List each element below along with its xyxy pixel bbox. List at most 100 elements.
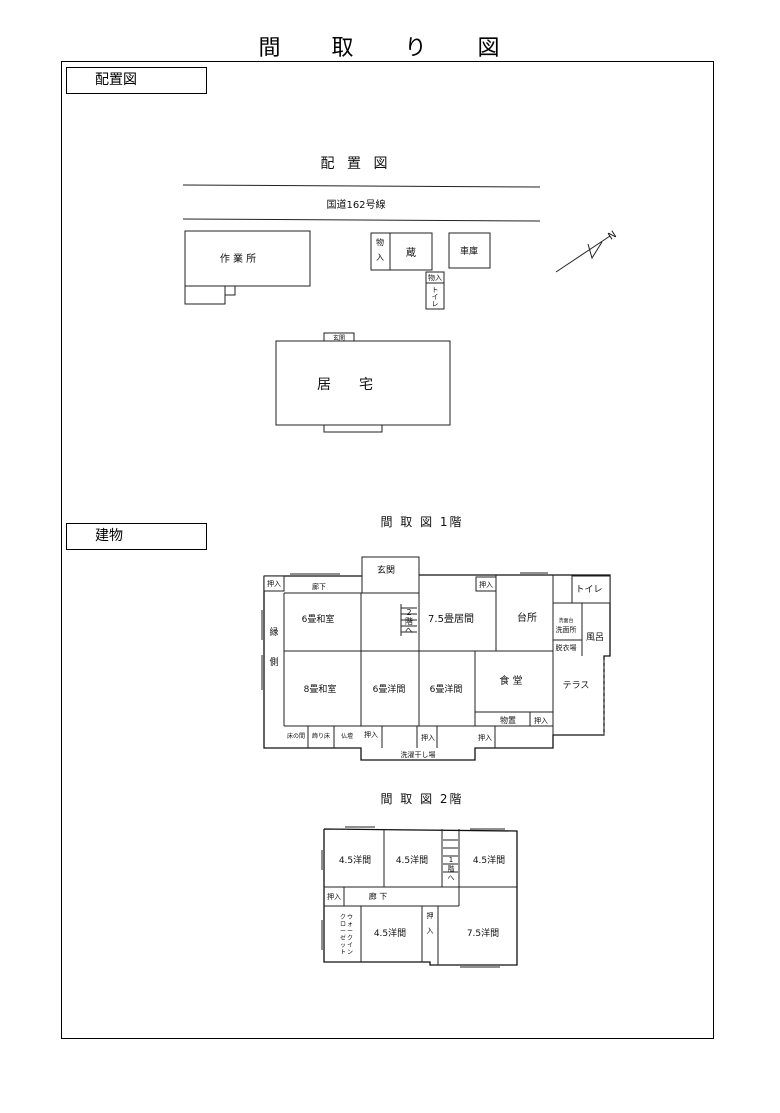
oshiire-living-label: 押入 <box>479 580 493 589</box>
section-label-building: 建物 <box>66 523 207 550</box>
toilet-label-3: レ <box>432 300 439 308</box>
oshiire-b3-label: 押入 <box>478 733 492 742</box>
oshiire-storage-label: 押入 <box>534 716 548 725</box>
residence-building <box>275 340 451 426</box>
stairs-1f-label-3: へ <box>405 626 413 635</box>
butsudan-label: 仏壇 <box>341 732 353 740</box>
residence-entrance-label: 玄関 <box>333 334 345 342</box>
f2-w1-label: 4.5洋間 <box>339 854 371 866</box>
svg-text:ロ: ロ <box>340 921 346 928</box>
stairs-1f <box>400 604 417 636</box>
oshiire-living <box>475 576 497 592</box>
road-label: 国道162号線 <box>326 198 385 211</box>
north-label: N <box>606 229 618 242</box>
floor-plan-1: 間 取 図 1階 玄関 廊下 押入 縁 側 6畳和室 <box>261 514 611 761</box>
tokonoma-label: 床の間 <box>287 732 305 740</box>
western6b-label: 6畳洋間 <box>430 683 463 695</box>
corridor-label: 廊下 <box>312 582 326 591</box>
f2-w2-label: 4.5洋間 <box>396 854 428 866</box>
toilet-outbuilding <box>425 282 445 310</box>
workshop-label: 作 業 所 <box>220 252 256 265</box>
workshop-annex <box>184 285 226 305</box>
laundry-label: 洗濯干し場 <box>401 750 436 759</box>
svg-text:ォ: ォ <box>347 921 353 928</box>
svg-text:ト: ト <box>340 949 346 956</box>
wash-small-label: 洗面台 <box>558 617 573 624</box>
residence-porch <box>323 424 383 433</box>
svg-text:ク: ク <box>347 935 353 942</box>
svg-text:ク: ク <box>340 914 346 921</box>
svg-text:ー: ー <box>347 928 353 935</box>
storage-2-label: 物入 <box>428 273 442 282</box>
tatami6-label: 6畳和室 <box>302 613 335 625</box>
toilet-label-1: ト <box>432 286 439 294</box>
stairs-2f-label-1: 1 <box>449 856 453 864</box>
stairs-2f-label-2: 階 <box>448 864 455 873</box>
kitchen-label: 台所 <box>517 611 537 624</box>
entrance-label: 玄関 <box>377 564 395 576</box>
site-plan: 配 置 図 国道162号線 作 業 所 物 入 蔵 車庫 物入 ト イ レ N <box>182 156 619 433</box>
workshop-annex-small <box>224 285 236 296</box>
svg-text:ゼ: ゼ <box>340 934 346 942</box>
f2-oshiire-m-label-1: 押 <box>427 911 434 920</box>
bath-label: 風呂 <box>586 632 604 643</box>
document-frame <box>61 61 714 1039</box>
f2-walkin-label: ウ ォ ー ク イ ン ク ロ ー ゼ ッ ト <box>340 913 353 956</box>
f2-w3-label: 4.5洋間 <box>473 854 505 866</box>
page-title: 間 取 り 図 <box>258 36 522 61</box>
window-marks-1f <box>261 572 548 690</box>
svg-text:ウ: ウ <box>347 913 353 921</box>
oshiire-top-left <box>263 575 285 592</box>
workshop-building <box>184 230 311 287</box>
tatami8-label: 8畳和室 <box>304 683 337 695</box>
toilet-1f <box>571 575 611 604</box>
svg-text:ー: ー <box>340 928 346 935</box>
floor2-heading: 間 取 図 2階 <box>380 791 463 806</box>
garage <box>448 232 491 269</box>
f2-corridor-label: 廊 下 <box>369 891 388 901</box>
dressing-label: 脱衣場 <box>556 643 577 652</box>
garage-label: 車庫 <box>460 245 478 257</box>
window-marks-2f <box>321 826 505 968</box>
floor1-heading: 間 取 図 1階 <box>380 514 463 529</box>
svg-text:イ: イ <box>347 942 353 949</box>
stairs-1f-label-1: 2 <box>406 608 411 617</box>
section-label-site: 配置図 <box>66 67 207 94</box>
oshiire-b1-label: 押入 <box>364 730 378 739</box>
small-storage-label-2: 入 <box>376 253 384 262</box>
engawa-label-1: 縁 <box>269 626 278 638</box>
wash-label: 洗面所 <box>556 625 577 634</box>
svg-text:ッ: ッ <box>340 942 346 949</box>
svg-text:ン: ン <box>347 949 353 956</box>
western6a-label: 6畳洋間 <box>373 683 406 695</box>
warehouse <box>389 232 433 271</box>
oshiire-top-left-label: 押入 <box>267 579 281 588</box>
residence-label: 居 宅 <box>317 377 373 393</box>
f2-w4-label: 4.5洋間 <box>374 927 406 939</box>
site-plan-heading: 配 置 図 <box>321 156 392 172</box>
north-arrow-icon: N <box>555 229 619 273</box>
storage-label: 物置 <box>500 715 516 725</box>
living-label: 7.5畳居間 <box>428 613 474 625</box>
toilet-label-2: イ <box>432 293 439 301</box>
road-edge-top <box>182 184 541 188</box>
floor-plan-2: 間 取 図 2階 4.5洋間 4.5洋間 1 階 へ 4.5洋間 押入 廊 下 <box>321 791 518 968</box>
small-storage-label-1: 物 <box>376 237 384 247</box>
oshiire-b2-label: 押入 <box>421 733 435 742</box>
warehouse-label: 蔵 <box>406 246 416 259</box>
kazaridoko-label: 飾り床 <box>312 732 330 740</box>
toilet-1f-label: トイレ <box>575 585 602 595</box>
stairs-2f <box>443 839 458 873</box>
terrace-label: テラス <box>563 680 590 691</box>
road-edge-bottom <box>182 218 541 222</box>
f2-w5-label: 7.5洋間 <box>467 927 499 939</box>
engawa-label-2: 側 <box>269 656 278 668</box>
stairs-1f-label-2: 階 <box>405 616 413 626</box>
floor2-outline <box>323 828 518 966</box>
stairs-2f-label-3: へ <box>448 874 455 882</box>
floor1-outline <box>263 574 611 761</box>
dining-label: 食 堂 <box>499 674 522 687</box>
f2-oshiire-l-label: 押入 <box>327 892 341 901</box>
f2-oshiire-m-label-2: 入 <box>427 927 434 935</box>
